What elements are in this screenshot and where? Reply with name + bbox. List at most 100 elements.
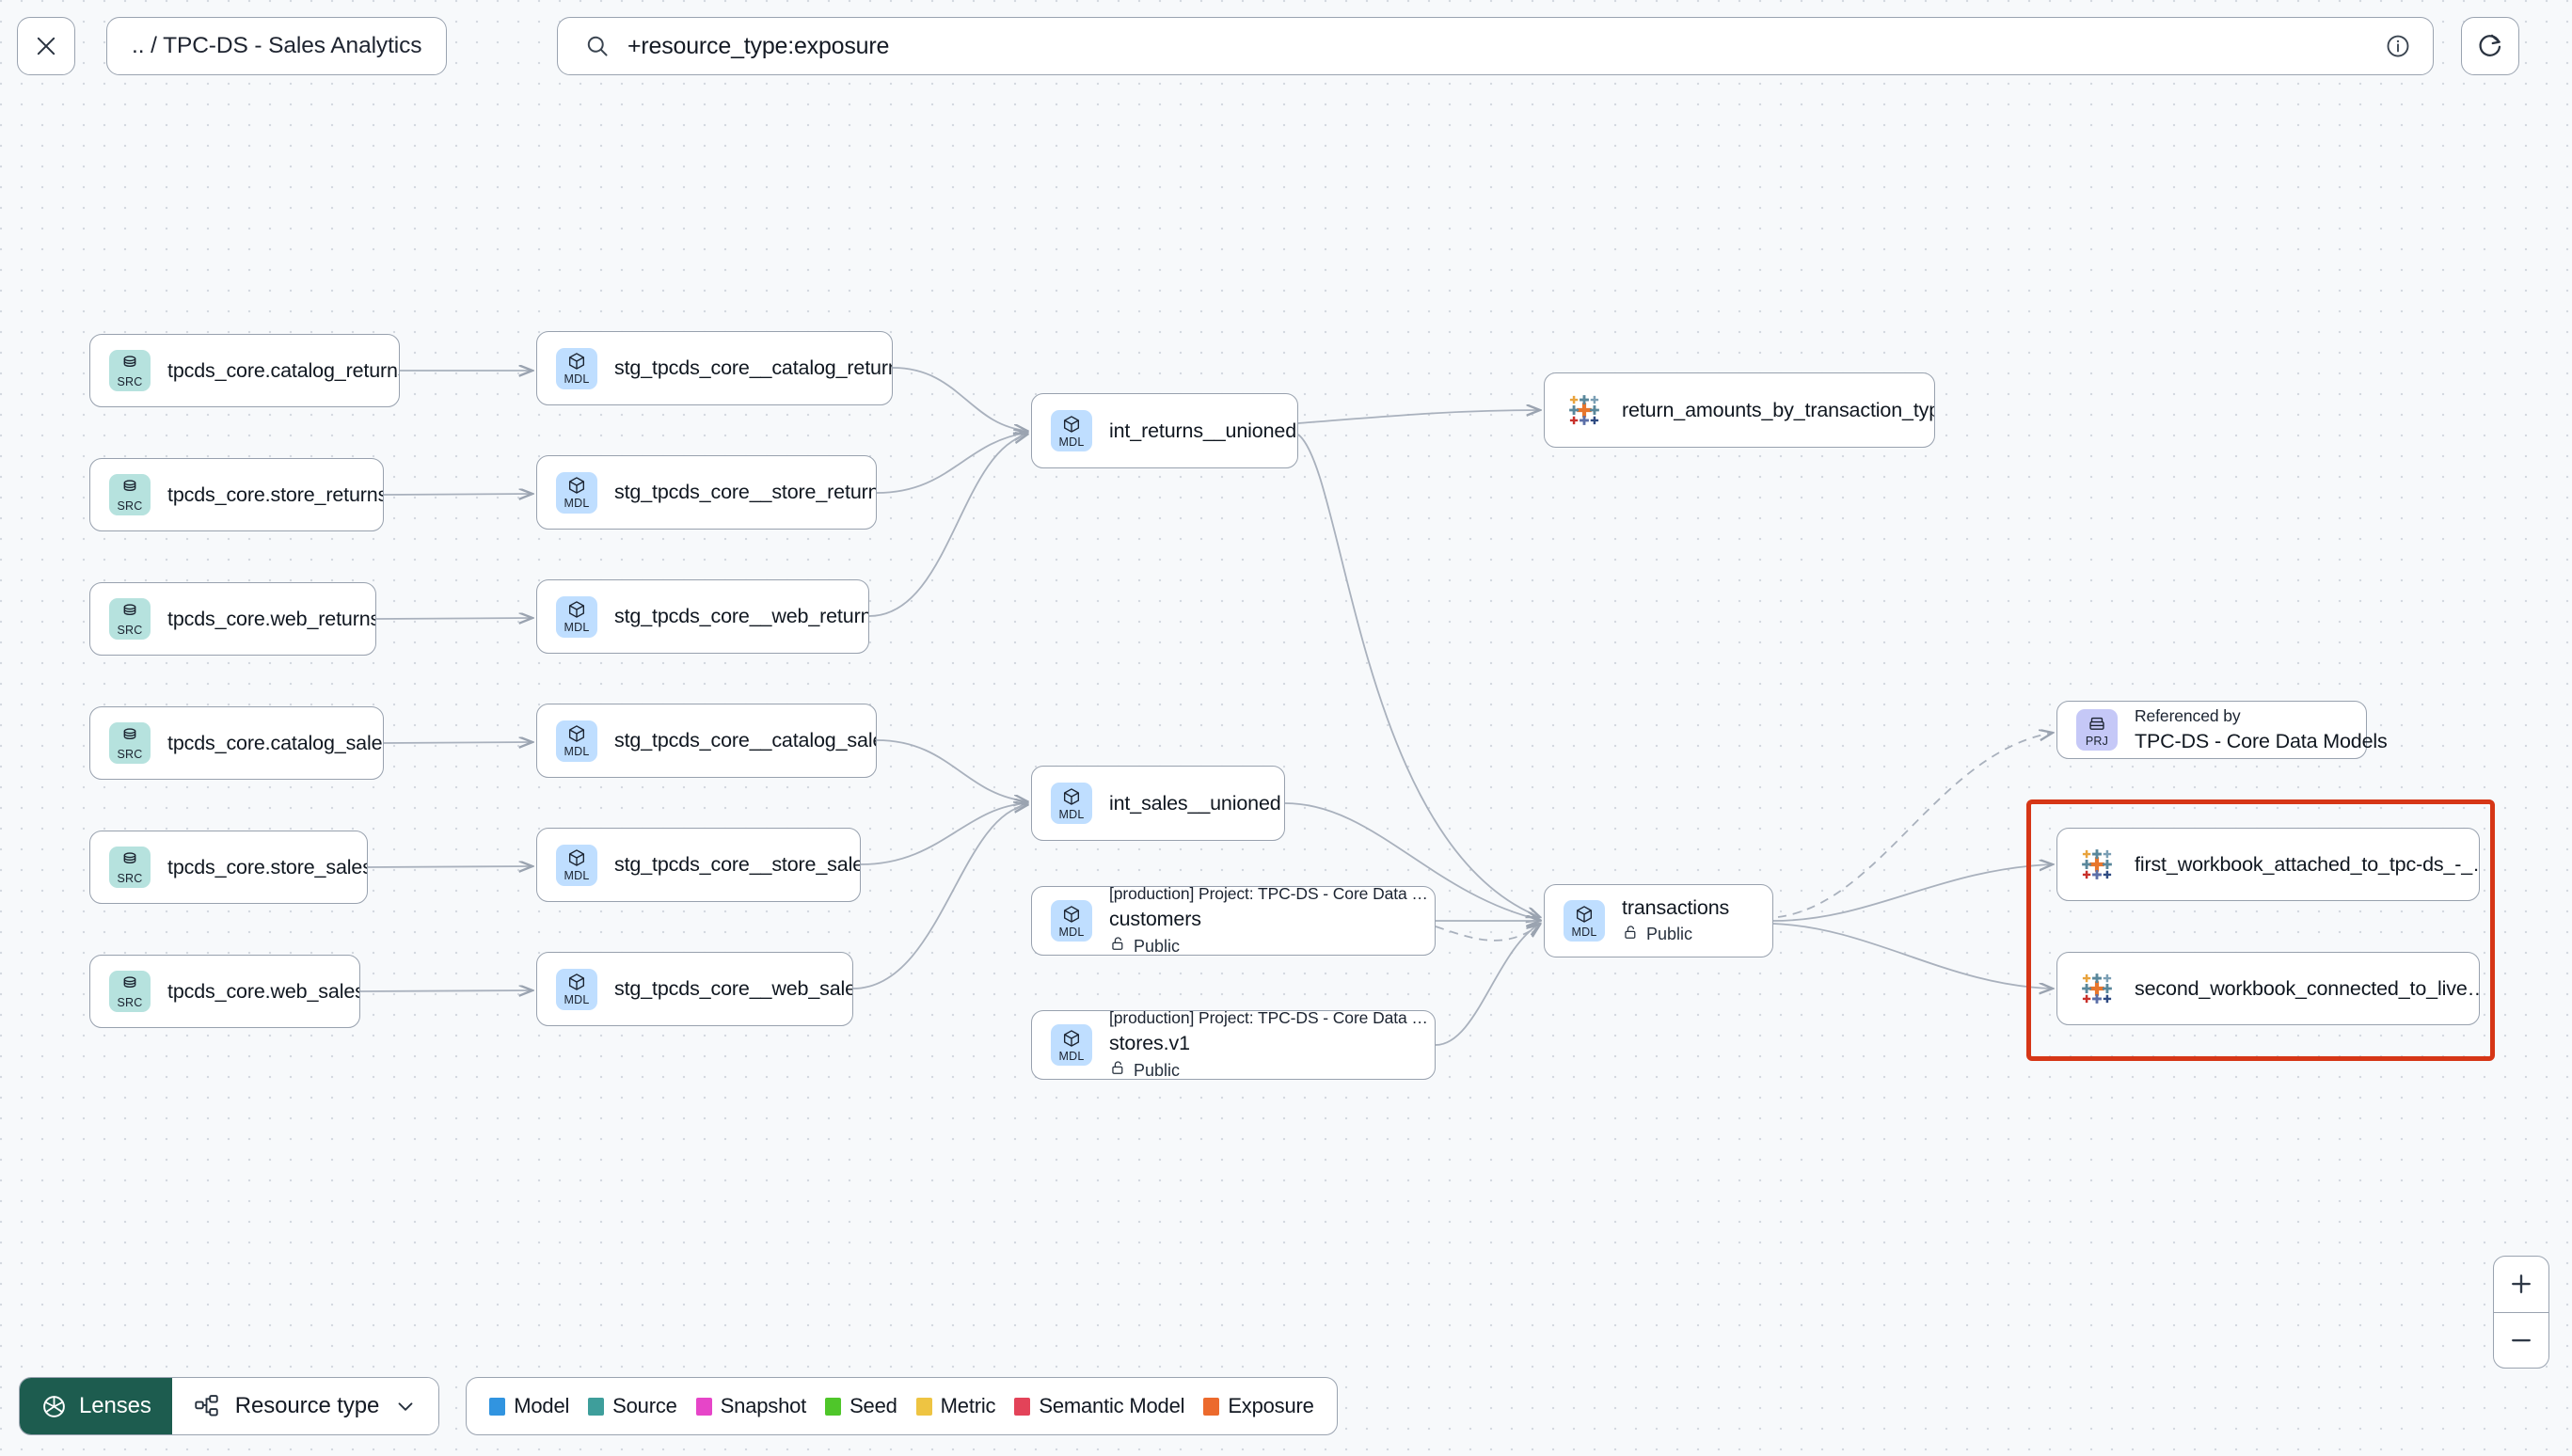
breadcrumb-label: .. / TPC-DS - Sales Analytics (132, 33, 422, 58)
graph-node-mdl-customers[interactable]: MDL [production] Project: TPC-DS - Core … (1031, 884, 1436, 957)
cube-icon (1574, 904, 1595, 925)
project-box-icon (2087, 713, 2107, 734)
node-visibility-label: Public (1134, 1060, 1181, 1080)
search-bar[interactable]: +resource_type:exposure (557, 17, 2434, 75)
graph-node-stg-store-returns[interactable]: MDL stg_tpcds_core__store_returns (536, 455, 877, 530)
graph-node-mdl-stores-v1[interactable]: MDL [production] Project: TPC-DS - Core … (1031, 1008, 1436, 1082)
close-icon (37, 37, 56, 55)
tableau-icon (1564, 389, 1605, 431)
info-circle-icon[interactable] (2384, 32, 2412, 60)
search-input[interactable]: +resource_type:exposure (627, 32, 890, 59)
graph-node-src-web-returns[interactable]: SRC tpcds_core.web_returns (89, 582, 376, 656)
legend-label: Semantic Model (1039, 1394, 1185, 1417)
node-type-badge-mdl: MDL (1051, 410, 1092, 451)
database-icon (119, 354, 140, 374)
legend-label: Seed (849, 1394, 897, 1417)
resource-type-dropdown[interactable]: Resource type (171, 1378, 439, 1434)
node-type-badge-mdl: MDL (1051, 783, 1092, 824)
node-label: first_workbook_attached_to_tpc-ds_-_… (2135, 852, 2479, 876)
legend-item-exposure[interactable]: Exposure (1203, 1394, 1314, 1418)
legend-item-source[interactable]: Source (588, 1394, 677, 1418)
database-icon (119, 974, 140, 995)
database-icon (119, 602, 140, 623)
node-label: stg_tpcds_core__store_returns (614, 481, 876, 503)
refresh-button[interactable] (2461, 17, 2519, 75)
cube-icon (1061, 1028, 1082, 1049)
resource-type-legend: Model Source Snapshot Seed Metric Semant… (466, 1377, 1338, 1435)
graph-node-exp-first-workbook[interactable]: first_workbook_attached_to_tpc-ds_-_… (2056, 828, 2480, 901)
node-label: tpcds_core.store_sales (167, 855, 367, 878)
zoom-out-button[interactable] (2494, 1313, 2548, 1369)
node-type-badge-mdl: MDL (556, 347, 597, 389)
node-caption: Referenced by (2135, 706, 2241, 725)
zoom-controls[interactable] (2493, 1256, 2549, 1369)
node-label: stg_tpcds_core__catalog_sales (614, 729, 876, 752)
cube-icon (1061, 786, 1082, 807)
graph-node-mdl-transactions[interactable]: MDL transactions Public (1544, 884, 1773, 957)
unlock-icon (1109, 1059, 1127, 1082)
node-label: stg_tpcds_core__web_returns (614, 605, 868, 627)
legend-swatch (915, 1397, 932, 1416)
node-label: tpcds_core.web_returns (167, 607, 375, 630)
node-label: tpcds_core.catalog_sales (167, 731, 383, 754)
node-title: stores.v1 (1109, 1032, 1190, 1054)
database-icon (119, 726, 140, 747)
cube-icon (1061, 414, 1082, 435)
node-title: transactions (1622, 895, 1730, 919)
nodes-icon (195, 1395, 218, 1416)
node-type-badge-prj: PRJ (2076, 709, 2118, 751)
lenses-group: Lenses Resource type (19, 1377, 440, 1435)
node-label: stg_tpcds_core__catalog_returns (614, 356, 892, 379)
graph-node-src-store-sales[interactable]: SRC tpcds_core.store_sales (89, 831, 368, 904)
legend-item-metric[interactable]: Metric (915, 1394, 996, 1418)
graph-node-stg-catalog-returns[interactable]: MDL stg_tpcds_core__catalog_returns (536, 331, 893, 405)
cube-icon (566, 599, 587, 620)
top-bar: .. / TPC-DS - Sales Analytics +resource_… (0, 0, 2572, 108)
node-type-badge-src: SRC (109, 847, 151, 888)
lenses-button[interactable]: Lenses (20, 1378, 172, 1434)
node-title: customers (1109, 908, 1201, 930)
node-type-badge-src: SRC (109, 474, 151, 515)
zoom-in-button[interactable] (2494, 1257, 2548, 1313)
legend-item-seed[interactable]: Seed (825, 1394, 897, 1418)
graph-node-stg-web-returns[interactable]: MDL stg_tpcds_core__web_returns (536, 579, 869, 654)
legend-item-semantic-model[interactable]: Semantic Model (1014, 1394, 1185, 1418)
node-label: stg_tpcds_core__web_sales (614, 977, 852, 1000)
close-button[interactable] (17, 17, 75, 75)
graph-node-prj-core-data-models[interactable]: PRJ Referenced by TPC-DS - Core Data Mod… (2056, 701, 2388, 759)
legend-label: Metric (940, 1394, 996, 1417)
legend-label: Exposure (1228, 1394, 1314, 1417)
node-label: tpcds_core.catalog_returns (167, 358, 399, 382)
node-type-badge-src: SRC (109, 598, 151, 640)
graph-node-exp-return-amounts[interactable]: return_amounts_by_transaction_type (1544, 372, 1935, 448)
graph-node-exp-second-workbook[interactable]: second_workbook_connected_to_live… (2056, 952, 2480, 1025)
node-type-badge-mdl: MDL (556, 595, 597, 638)
legend-swatch (489, 1397, 506, 1416)
node-label: return_amounts_by_transaction_type (1622, 398, 1934, 421)
legend-swatch (1203, 1397, 1220, 1416)
legend-swatch (588, 1397, 605, 1416)
tableau-icon (2076, 844, 2118, 885)
node-visibility: Public (1109, 1059, 1435, 1082)
node-visibility: Public (1109, 935, 1435, 957)
node-type-badge-mdl: MDL (556, 471, 597, 514)
legend-item-snapshot[interactable]: Snapshot (695, 1394, 806, 1418)
chevron-down-icon (398, 1402, 413, 1411)
cube-icon (566, 723, 587, 744)
cube-icon (566, 351, 587, 372)
node-label: stg_tpcds_core__store_sales (614, 853, 860, 876)
node-label: tpcds_core.web_sales (167, 979, 359, 1003)
breadcrumb[interactable]: .. / TPC-DS - Sales Analytics (106, 17, 448, 75)
resource-type-label: Resource type (234, 1393, 380, 1418)
legend-item-model[interactable]: Model (489, 1394, 569, 1418)
